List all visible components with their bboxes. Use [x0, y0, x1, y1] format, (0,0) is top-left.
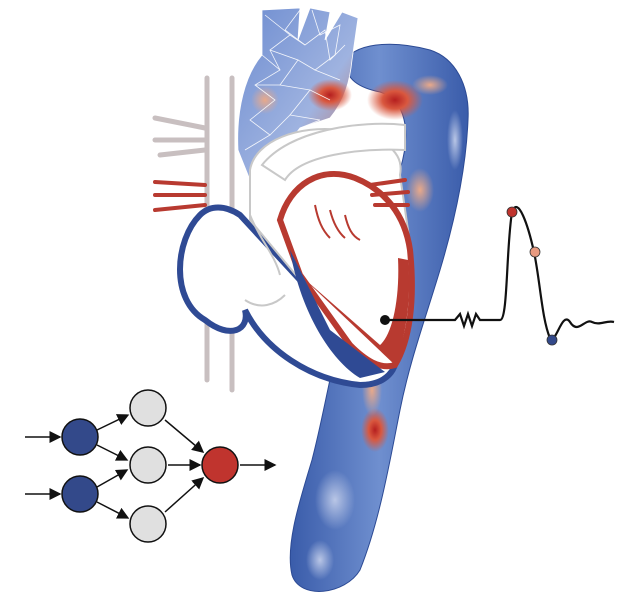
input-node [62, 419, 98, 455]
hidden-node [130, 506, 166, 542]
input-node [62, 476, 98, 512]
hidden-node [130, 390, 166, 426]
peak-marker [507, 207, 517, 217]
heart-diagram [180, 124, 412, 385]
output-node [202, 447, 238, 483]
trough-marker [547, 335, 557, 345]
pulmonary-vessel-lines [155, 182, 205, 210]
hidden-node [130, 447, 166, 483]
neural-network-diagram [25, 390, 275, 542]
descent-marker [530, 247, 540, 257]
